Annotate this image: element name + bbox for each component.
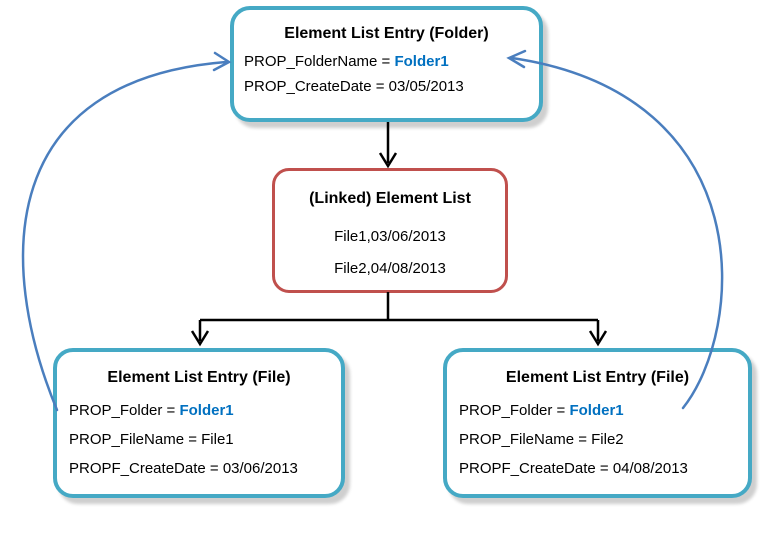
file2-create-date-property: PROPF_CreateDate = 04/08/2013 (459, 460, 688, 477)
folder-name-property: PROP_FolderName = Folder1 (244, 49, 529, 74)
node-file-entry-2-title: Element List Entry (File) (505, 369, 690, 386)
node-folder-entry: Element List Entry (Folder) PROP_FolderN… (230, 6, 543, 122)
flow-arrowhead-down-icon (588, 330, 608, 347)
linked-list-row: File1,03/06/2013 (334, 228, 446, 245)
node-file-entry-2: Element List Entry (File) PROP_Folder = … (443, 348, 752, 498)
flow-arrowhead-down-icon (190, 330, 210, 347)
file1-folder-value: Folder1 (179, 402, 234, 419)
file2-folder-value: Folder1 (569, 402, 624, 419)
file2-folder-label: PROP_Folder = (459, 402, 570, 419)
reference-arrowhead-right-icon (212, 51, 232, 72)
file1-file-name-property: PROP_FileName = File1 (69, 431, 234, 448)
node-linked-element-list-title: (Linked) Element List (309, 190, 471, 207)
file1-folder-label: PROP_Folder = (69, 402, 180, 419)
flow-arrowhead-down-icon (378, 152, 398, 169)
file1-folder-property: PROP_Folder = Folder1 (69, 396, 329, 425)
folder-name-label: PROP_FolderName = (244, 53, 395, 70)
file1-create-date-property: PROPF_CreateDate = 03/06/2013 (69, 460, 298, 477)
file2-folder-property: PROP_Folder = Folder1 (459, 396, 736, 425)
node-linked-element-list: (Linked) Element List File1,03/06/2013 F… (272, 168, 508, 293)
node-file-entry-1: Element List Entry (File) PROP_Folder = … (53, 348, 345, 498)
folder-name-value: Folder1 (394, 53, 449, 70)
file2-file-name-property: PROP_FileName = File2 (459, 431, 624, 448)
linked-list-row: File2,04/08/2013 (334, 260, 446, 277)
folder-create-date-property: PROP_CreateDate = 03/05/2013 (244, 78, 464, 95)
node-folder-entry-title: Element List Entry (Folder) (284, 25, 489, 42)
flow-branch-list-to-files (198, 292, 600, 341)
node-file-entry-1-title: Element List Entry (File) (107, 369, 291, 386)
